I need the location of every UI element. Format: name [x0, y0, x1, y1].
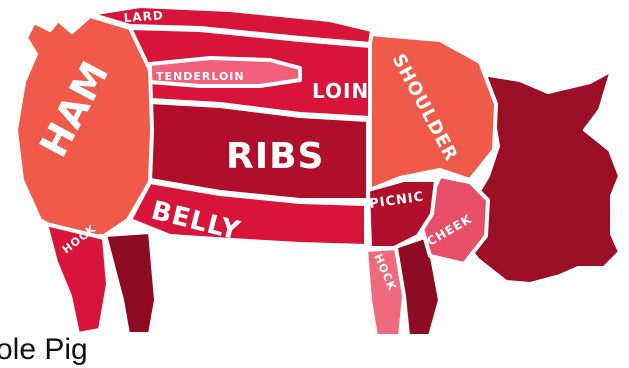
label-ribs: RIBS: [226, 136, 324, 177]
back-rear-leg: [105, 232, 156, 334]
label-lard: LARD: [123, 8, 164, 25]
diagram-caption: ole Pig: [0, 332, 88, 368]
label-tenderloin: TENDERLOIN: [156, 70, 245, 83]
label-loin: LOIN: [312, 79, 369, 103]
